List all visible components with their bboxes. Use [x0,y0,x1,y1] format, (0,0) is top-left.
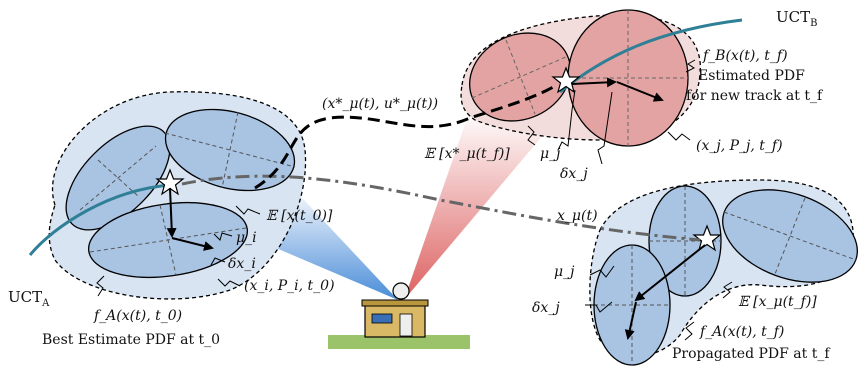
delta-xj-red-arrow [616,81,664,102]
pdf-t0-group [28,91,307,300]
fA-t0-label: f_A(x(t), t_0) [93,308,182,324]
best-estimate-label: Best Estimate PDF at t_0 [42,332,220,348]
mu-j-top-label: μ_j [540,146,561,162]
red-sensor-beam [404,110,560,300]
mu-i-arrow [166,187,177,238]
uct-a-label: UCTA [8,288,50,309]
delta-xj-top-label: δx_j [560,166,588,182]
x-mu-t-label: x_μ(t) [557,208,598,224]
mu-j-blue-arrow [634,244,706,302]
ground-station [328,282,470,349]
E-x-t0-label: 𝔼 [x(t_0)] [266,208,333,224]
ellipse-i-3 [87,202,249,278]
station-dish [392,282,410,300]
ellipse-j-blue-3 [593,244,671,366]
propagated-pdf-label: Propagated PDF at t_f [672,346,831,362]
ellipse-i-1 [65,125,171,231]
ellipse-j-blue-2 [722,189,858,283]
optimal-control-label: (x*_μ(t), u*_μ(t)) [322,96,438,112]
mu-i-label: μ_i [236,230,257,246]
xi-Pi-t0-label: (x_i, P_i, t_0) [244,278,335,294]
delta-xi-arrow [171,237,214,251]
ellipse-j-red-2 [567,9,689,147]
mu-j-red-arrow [571,77,617,88]
optimal-control-trajectory [254,84,556,190]
E-x-mu-tf-label: 𝔼 [x_μ(t_f)] [738,294,817,310]
uct-a-track [28,183,171,256]
pdf-tf-group [589,179,858,366]
estimated-pdf-line1: Estimated PDF [698,68,805,84]
mu-j-bottom-label: μ_j [554,264,575,280]
propagated-trajectory [181,174,701,242]
fB-label: f_B(x(t), t_f) [702,48,788,64]
delta-xi-label: δx_i [228,256,256,272]
E-x-mu-star-label: 𝔼 [x*_μ(t_f)] [424,146,510,162]
estimated-pdf-line2: for new track at t_f [686,88,824,104]
estimate-star-tf-red [551,66,581,94]
pdf-fB-group [460,9,743,147]
ground-strip [328,335,470,349]
ellipse-i-2 [164,108,296,192]
ellipse-j-red-1 [468,32,572,122]
estimate-star-tf-blue [692,224,722,252]
ellipse-j-blue-1 [648,185,722,297]
station-door [399,313,413,337]
delta-xj-blue-arrow [624,301,637,340]
leader-lines [96,59,733,341]
uct-b-label: UCTB [776,8,817,29]
station-window [371,313,393,324]
xj-Pj-tf-label: (x_j, P_j, t_f) [696,138,783,154]
delta-xj-bottom-label: δx_j [532,300,560,316]
fA-tf-label: f_A(x(t), t_f) [699,324,784,340]
